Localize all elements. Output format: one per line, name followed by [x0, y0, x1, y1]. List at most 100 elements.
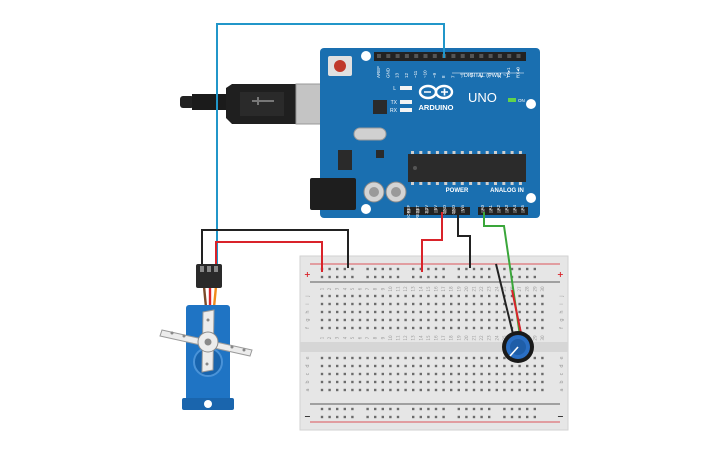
terminal-hole[interactable]	[374, 302, 377, 306]
terminal-hole[interactable]	[412, 318, 415, 322]
rail-hole[interactable]	[419, 275, 422, 279]
terminal-hole[interactable]	[465, 364, 468, 368]
rail-hole[interactable]	[488, 275, 491, 279]
rail-hole[interactable]	[465, 407, 468, 411]
analog-pin-hole[interactable]	[505, 209, 509, 213]
digital-pin-hole[interactable]	[432, 54, 437, 58]
rail-hole[interactable]	[526, 407, 529, 411]
rail-hole[interactable]	[533, 275, 536, 279]
rail-hole[interactable]	[351, 267, 354, 271]
terminal-hole[interactable]	[336, 326, 339, 330]
terminal-hole[interactable]	[503, 388, 506, 392]
terminal-hole[interactable]	[427, 294, 430, 298]
rail-hole[interactable]	[320, 407, 324, 411]
rail-hole[interactable]	[427, 415, 430, 419]
rail-hole[interactable]	[328, 275, 331, 279]
rail-hole[interactable]	[480, 415, 483, 419]
terminal-hole[interactable]	[480, 388, 483, 392]
rail-hole[interactable]	[336, 267, 339, 271]
terminal-hole[interactable]	[419, 372, 422, 376]
rail-hole[interactable]	[366, 415, 369, 419]
terminal-hole[interactable]	[389, 388, 392, 392]
terminal-hole[interactable]	[320, 388, 324, 392]
terminal-hole[interactable]	[457, 372, 460, 376]
terminal-hole[interactable]	[495, 356, 498, 360]
terminal-hole[interactable]	[465, 388, 468, 392]
terminal-hole[interactable]	[404, 294, 407, 298]
terminal-hole[interactable]	[404, 310, 407, 314]
terminal-hole[interactable]	[343, 356, 346, 360]
terminal-hole[interactable]	[457, 388, 460, 392]
terminal-hole[interactable]	[427, 318, 430, 322]
terminal-hole[interactable]	[358, 380, 362, 384]
terminal-hole[interactable]	[526, 310, 529, 314]
terminal-hole[interactable]	[518, 294, 521, 298]
terminal-hole[interactable]	[465, 356, 468, 360]
terminal-hole[interactable]	[374, 388, 377, 392]
terminal-hole[interactable]	[472, 310, 476, 314]
terminal-hole[interactable]	[450, 372, 453, 376]
rail-hole[interactable]	[472, 275, 476, 279]
rail-hole[interactable]	[336, 407, 339, 411]
terminal-hole[interactable]	[518, 302, 521, 306]
rail-hole[interactable]	[381, 267, 384, 271]
digital-pin-hole[interactable]	[377, 54, 381, 58]
rail-hole[interactable]	[343, 275, 346, 279]
rail-hole[interactable]	[465, 267, 468, 271]
rail-hole[interactable]	[518, 267, 521, 271]
terminal-hole[interactable]	[526, 372, 529, 376]
rail-hole[interactable]	[389, 415, 392, 419]
rail-hole[interactable]	[366, 267, 369, 271]
digital-pin-hole[interactable]	[460, 54, 465, 58]
terminal-hole[interactable]	[472, 356, 476, 360]
terminal-hole[interactable]	[480, 302, 483, 306]
terminal-hole[interactable]	[343, 388, 346, 392]
rail-hole[interactable]	[351, 407, 354, 411]
rail-hole[interactable]	[518, 415, 521, 419]
wires[interactable]	[201, 23, 523, 339]
analog-pin-hole[interactable]	[497, 209, 501, 213]
terminal-hole[interactable]	[427, 302, 430, 306]
terminal-hole[interactable]	[381, 294, 384, 298]
terminal-hole[interactable]	[358, 356, 362, 360]
terminal-hole[interactable]	[533, 294, 536, 298]
rail-hole[interactable]	[343, 267, 346, 271]
terminal-hole[interactable]	[404, 356, 407, 360]
terminal-hole[interactable]	[488, 356, 491, 360]
terminal-hole[interactable]	[450, 318, 453, 322]
rail-hole[interactable]	[381, 275, 384, 279]
terminal-hole[interactable]	[351, 294, 354, 298]
terminal-hole[interactable]	[503, 380, 506, 384]
terminal-hole[interactable]	[472, 380, 476, 384]
rail-hole[interactable]	[510, 415, 514, 419]
terminal-hole[interactable]	[495, 302, 498, 306]
terminal-hole[interactable]	[320, 302, 324, 306]
terminal-hole[interactable]	[495, 372, 498, 376]
terminal-hole[interactable]	[343, 318, 346, 322]
terminal-hole[interactable]	[495, 326, 498, 330]
terminal-hole[interactable]	[480, 294, 483, 298]
rail-hole[interactable]	[442, 267, 445, 271]
terminal-hole[interactable]	[358, 294, 362, 298]
terminal-hole[interactable]	[541, 326, 544, 330]
rail-hole[interactable]	[389, 267, 392, 271]
terminal-hole[interactable]	[526, 388, 529, 392]
rail-hole[interactable]	[442, 415, 445, 419]
terminal-hole[interactable]	[389, 372, 392, 376]
terminal-hole[interactable]	[541, 388, 544, 392]
terminal-hole[interactable]	[427, 356, 430, 360]
terminal-hole[interactable]	[450, 380, 453, 384]
terminal-hole[interactable]	[419, 356, 422, 360]
terminal-hole[interactable]	[480, 356, 483, 360]
rail-hole[interactable]	[488, 415, 491, 419]
rail-hole[interactable]	[503, 407, 506, 411]
rail-hole[interactable]	[374, 407, 377, 411]
rail-hole[interactable]	[533, 407, 536, 411]
terminal-hole[interactable]	[366, 388, 369, 392]
terminal-hole[interactable]	[419, 326, 422, 330]
terminal-hole[interactable]	[442, 310, 445, 314]
analog-pin-hole[interactable]	[489, 209, 493, 213]
terminal-hole[interactable]	[434, 380, 438, 384]
terminal-hole[interactable]	[526, 380, 529, 384]
